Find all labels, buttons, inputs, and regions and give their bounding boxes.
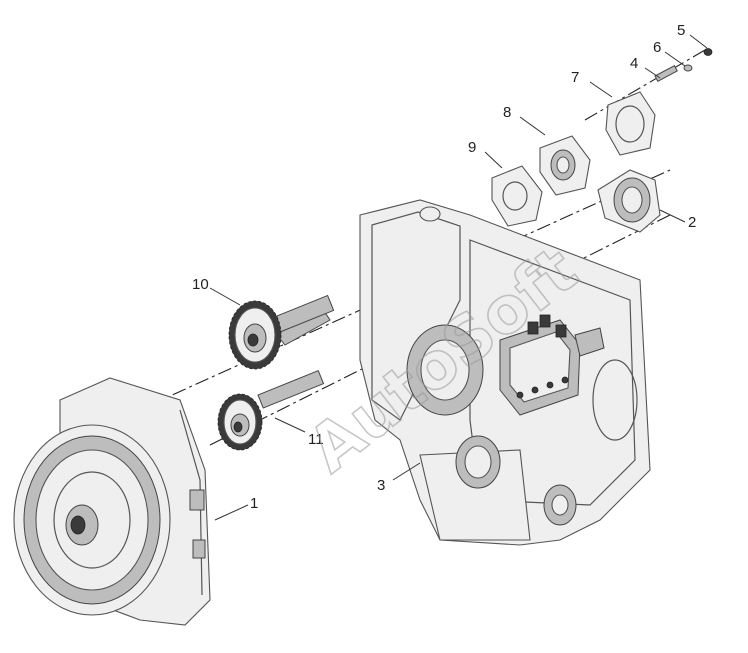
callout-4: 4 <box>630 55 638 72</box>
leader-lines <box>209 34 708 521</box>
part-8-bearing-plate <box>539 135 591 196</box>
callout-6: 6 <box>653 39 661 56</box>
callout-8: 8 <box>503 104 511 121</box>
callout-2: 2 <box>688 214 696 231</box>
callout-7: 7 <box>571 69 579 86</box>
part-2-pump-cover <box>597 169 661 233</box>
part-11-gear-shaft-lower <box>217 369 325 451</box>
part-6-washer <box>683 64 693 72</box>
part-3-transmission-housing <box>359 199 651 546</box>
callout-9: 9 <box>468 139 476 156</box>
part-4-pin <box>654 64 678 82</box>
callout-5: 5 <box>677 22 685 39</box>
callout-10: 10 <box>192 276 209 293</box>
callout-11: 11 <box>308 431 324 448</box>
part-1-converter-housing <box>13 377 211 626</box>
callout-3: 3 <box>377 477 385 494</box>
part-9-gasket <box>491 165 543 227</box>
part-7-gasket-plate <box>605 91 656 156</box>
callout-labels: 1 2 3 4 5 6 7 8 9 10 11 <box>192 22 696 512</box>
axis-cover-stack <box>584 49 706 121</box>
part-5-nut <box>703 48 713 56</box>
callout-1: 1 <box>250 495 258 512</box>
part-10-gear-shaft-upper <box>228 294 335 370</box>
